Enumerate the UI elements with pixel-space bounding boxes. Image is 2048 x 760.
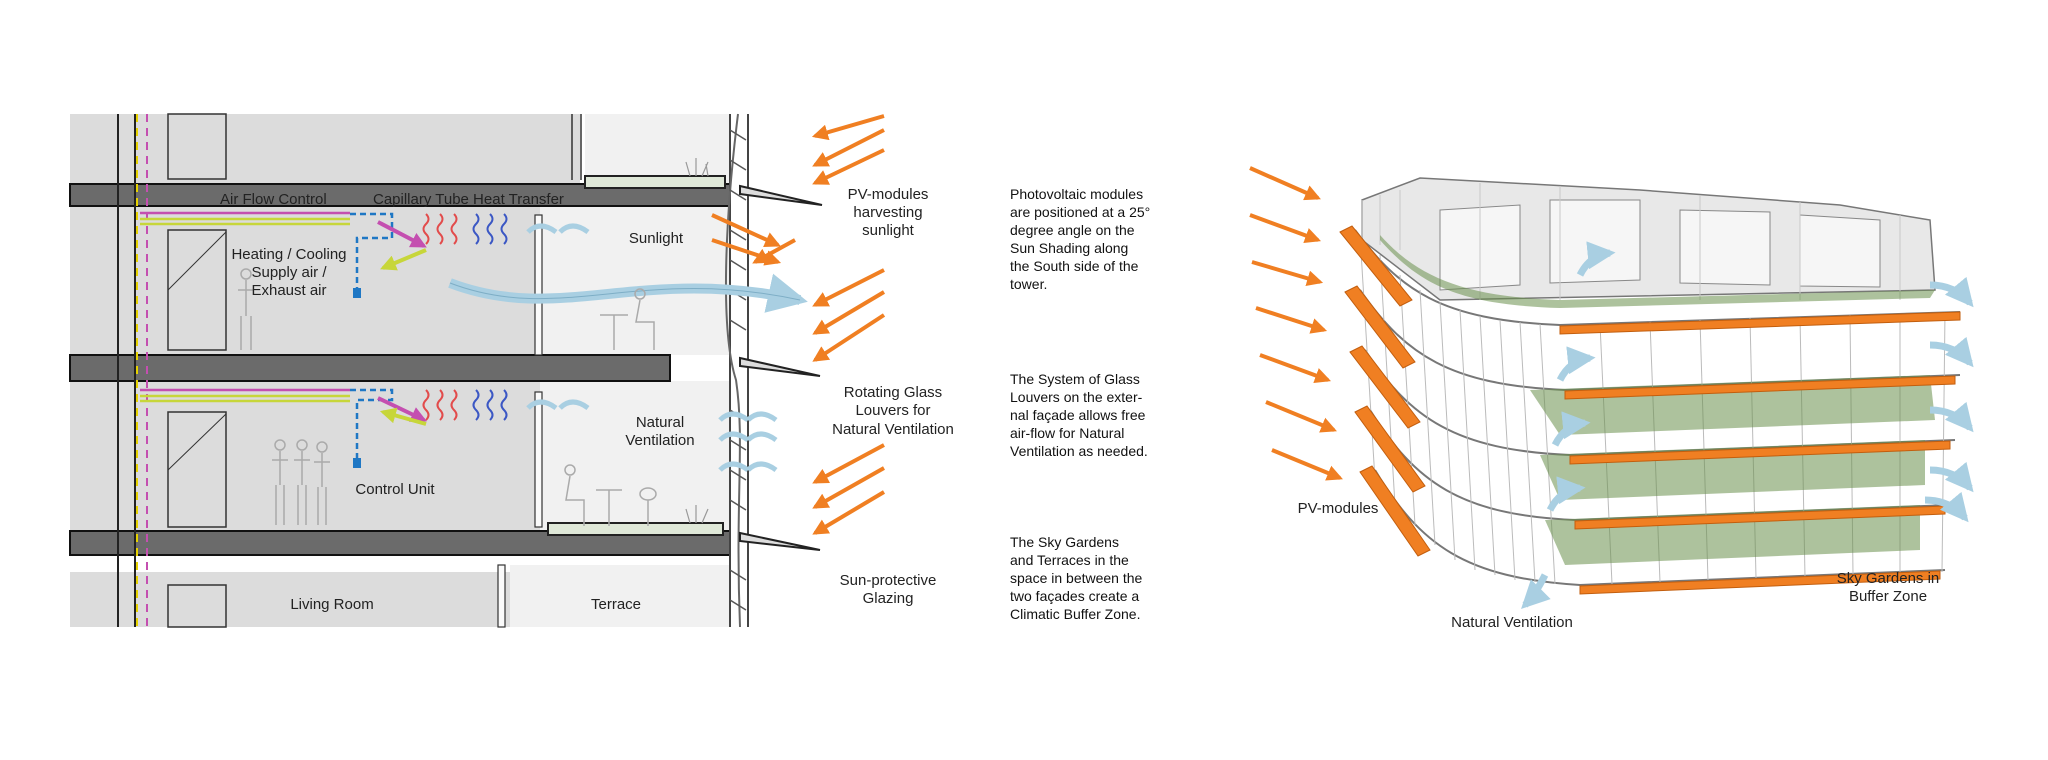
label-air-flow-control: Air Flow Control [220,191,327,208]
label-natural-ventilation-1: Natural [636,414,684,431]
callout-louvers-line2: Louvers for [855,402,930,419]
label-natural-ventilation-2: Ventilation [625,432,694,449]
upper-room [70,114,580,184]
planter-upper [584,175,726,189]
callout-glazing-line2: Glazing [863,590,914,607]
terrace-zone [510,565,730,627]
buffer-zone-upper [585,114,730,184]
slab-2 [69,354,671,382]
label-control-unit: Control Unit [355,481,435,498]
axo-label-sky-gardens-1: Sky Gardens in [1837,570,1940,587]
label-terrace: Terrace [591,596,641,613]
callout-louvers-line3: Natural Ventilation [832,421,954,438]
label-capillary-tube: Capillary Tube Heat Transfer [373,191,564,208]
callout-louvers-line1: Rotating Glass [844,384,942,401]
callout-glazing-line1: Sun-protective [840,572,937,589]
description-pv: Photovoltaic modules are positioned at a… [1010,186,1151,292]
callout-pv-line1: PV-modules [848,186,929,203]
description-gardens: The Sky Gardens and Terraces in the spac… [1010,534,1143,622]
building-axonometric: PV-modules Natural Ventilation Sky Garde… [1249,166,1974,631]
callout-pv-line3: sunlight [862,222,915,239]
label-heating-cooling: Heating / Cooling [231,246,346,263]
callout-pv-line2: harvesting [853,204,922,221]
description-louvers: The System of Glass Louvers on the exter… [1010,371,1148,459]
axo-label-sky-gardens-2: Buffer Zone [1849,588,1927,605]
axo-label-pv-modules: PV-modules [1298,500,1379,517]
axo-pv-modules [1339,225,1961,595]
label-living-room: Living Room [290,596,373,613]
building-section: Air Flow Control Capillary Tube Heat Tra… [69,113,954,628]
label-supply-air: Supply air / [251,264,327,281]
room-floor-2 [70,203,540,355]
label-exhaust-air: Exhaust air [251,282,326,299]
lower-room [70,572,510,627]
planter-lower [547,522,724,536]
label-sunlight: Sunlight [629,230,684,247]
buffer-zone-lower [540,381,730,531]
axo-label-natural-ventilation: Natural Ventilation [1451,614,1573,631]
room-floor-3 [70,381,540,531]
